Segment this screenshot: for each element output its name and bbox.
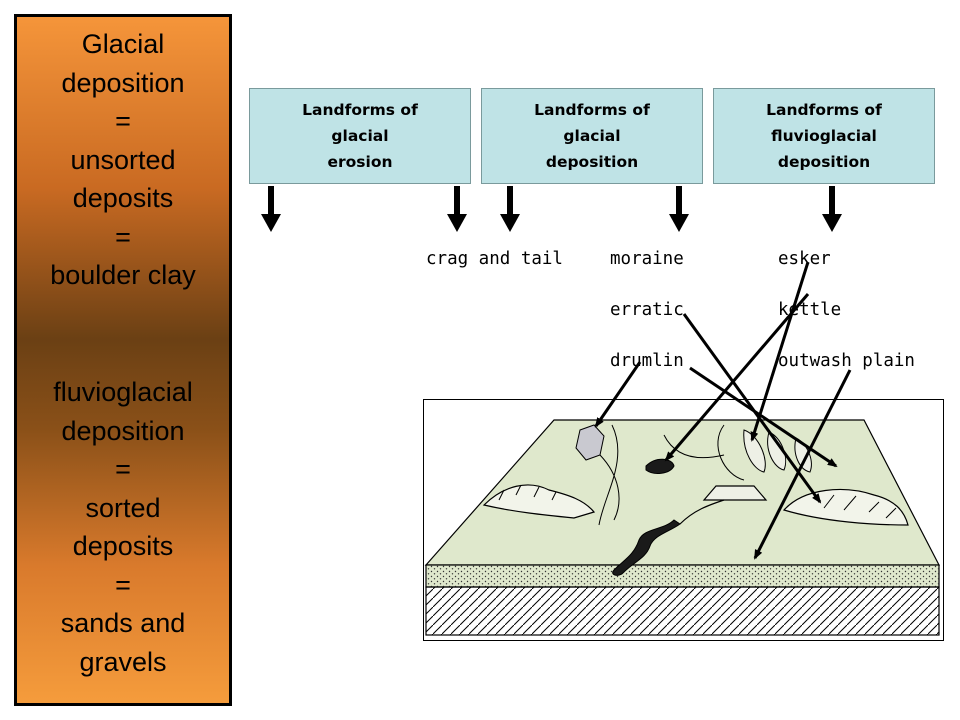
summary-line: unsorted — [70, 144, 176, 175]
down-arrow-icon — [261, 186, 281, 232]
header-line: Landforms of — [534, 101, 650, 119]
label-kettle: kettle — [778, 300, 842, 320]
summary-line: deposition — [61, 67, 185, 98]
summary-line: = — [115, 569, 131, 600]
down-arrow-icon — [500, 186, 520, 232]
label-erratic: erratic — [610, 300, 684, 320]
summary-line: boulder clay — [50, 260, 196, 290]
down-arrow-icon — [822, 186, 842, 232]
summary-line: = — [115, 106, 131, 136]
esker-ridge — [612, 519, 681, 576]
label-crag-and-tail: crag and tail — [426, 249, 563, 269]
landscape-block-diagram — [423, 399, 944, 641]
summary-line: deposition — [61, 415, 185, 446]
glacial-deposition-text: Glacial deposition = unsorted deposits =… — [17, 25, 229, 295]
header-line: glacial — [331, 127, 389, 145]
label-esker: esker — [778, 249, 831, 269]
summary-line: deposits — [72, 531, 174, 561]
header-glacial-erosion: Landforms of glacial erosion — [249, 88, 471, 184]
summary-line: gravels — [79, 646, 167, 677]
header-line: erosion — [327, 153, 393, 171]
header-line: glacial — [563, 127, 621, 145]
header-line: Landforms of — [766, 101, 882, 119]
header-line: deposition — [545, 153, 639, 171]
summary-line: Glacial — [81, 29, 165, 59]
erratic-boulder — [645, 458, 675, 474]
deposition-summary-panel: Glacial deposition = unsorted deposits =… — [14, 14, 232, 706]
fluvioglacial-deposition-text: fluvioglacial deposition = sorted deposi… — [17, 373, 229, 681]
bedrock-layer — [425, 586, 940, 636]
summary-line: sorted — [85, 492, 161, 523]
summary-line: deposits — [72, 183, 174, 213]
header-fluvioglacial-deposition: Landforms of fluvioglacial deposition — [713, 88, 935, 184]
summary-line: sands and — [60, 608, 186, 638]
label-moraine: moraine — [610, 249, 684, 269]
down-arrow-icon — [447, 186, 467, 232]
moraine-ridge — [482, 484, 596, 519]
label-drumlin: drumlin — [610, 351, 684, 371]
header-line: deposition — [777, 153, 871, 171]
header-line: fluvioglacial — [771, 127, 877, 145]
header-line: Landforms of — [302, 101, 418, 119]
summary-line: fluvioglacial — [53, 377, 193, 407]
summary-line: = — [115, 221, 131, 252]
landscape-illustration — [424, 419, 940, 636]
label-outwash-plain: outwash plain — [778, 351, 915, 371]
down-arrow-icon — [669, 186, 689, 232]
header-glacial-deposition: Landforms of glacial deposition — [481, 88, 703, 184]
summary-line: = — [115, 454, 131, 484]
